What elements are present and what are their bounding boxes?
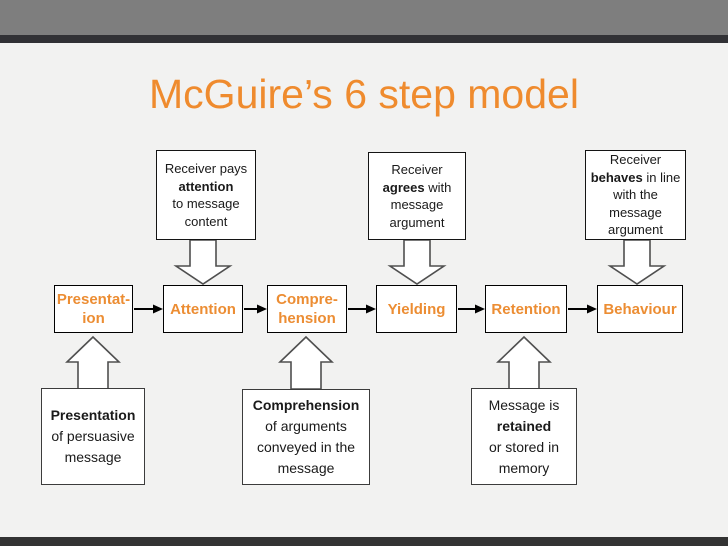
note-presentation: Presentation of persuasive message: [41, 388, 145, 485]
flow-arrow-right-icon: [458, 304, 485, 314]
note-attention-text: Receiver pays attention to message conte…: [164, 161, 248, 229]
flow-step-retention: Retention: [485, 285, 567, 333]
block-arrow-up-icon: [65, 335, 121, 390]
flow-step-yielding: Yielding: [376, 285, 457, 333]
flow-step-behaviour: Behaviour: [597, 285, 683, 333]
note-behaviour: Receiver behaves in line with the messag…: [585, 150, 686, 240]
flow-arrow-right-icon: [244, 304, 267, 314]
flow-step-presentation: Presentat- ion: [54, 285, 133, 333]
note-yielding: Receiver agrees with message argument: [368, 152, 466, 240]
block-arrow-down-icon: [607, 239, 667, 285]
block-arrow-up-icon: [278, 335, 334, 390]
note-attention: Receiver pays attention to message conte…: [156, 150, 256, 240]
top-dark-strip: [0, 35, 728, 43]
slide-title: McGuire’s 6 step model: [149, 71, 579, 117]
note-presentation-text: Presentation of persuasive message: [50, 407, 136, 465]
note-behaviour-text: Receiver behaves in line with the messag…: [590, 152, 681, 238]
block-arrow-down-icon: [173, 239, 233, 285]
flow-step-attention: Attention: [163, 285, 243, 333]
block-arrow-up-icon: [496, 335, 552, 390]
note-comprehension: Comprehension of arguments conveyed in t…: [242, 389, 370, 485]
block-arrow-down-icon: [387, 239, 447, 285]
flow-arrow-right-icon: [348, 304, 376, 314]
flow-step-comprehension: Compre- hension: [267, 285, 347, 333]
note-yielding-text: Receiver agrees with message argument: [382, 162, 452, 230]
flow-arrow-right-icon: [568, 304, 597, 314]
note-retention-text: Message is retained or stored in memory: [488, 396, 560, 476]
top-gray-bar: [0, 0, 728, 35]
bottom-dark-bar: [0, 537, 728, 546]
note-retention: Message is retained or stored in memory: [471, 388, 577, 485]
flow-arrow-right-icon: [134, 304, 163, 314]
note-comprehension-text: Comprehension of arguments conveyed in t…: [252, 397, 360, 476]
